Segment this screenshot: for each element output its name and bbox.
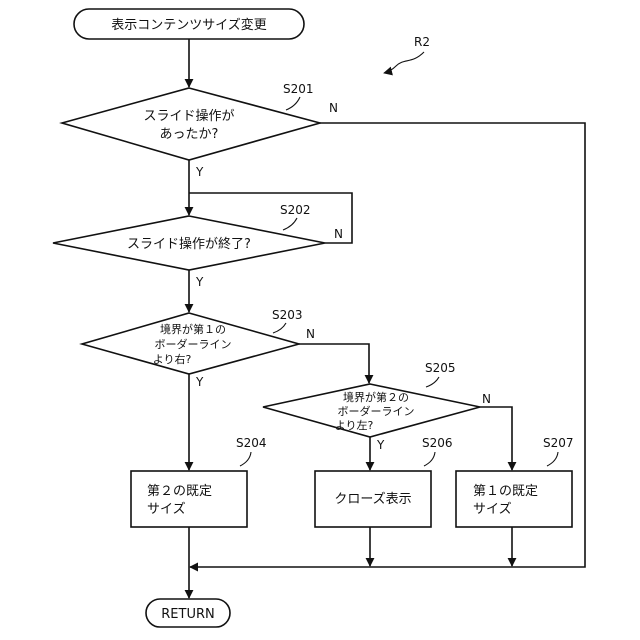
step-leader-s207: [547, 452, 558, 466]
decision-s203-line-3: より右?: [153, 352, 192, 366]
step-leader-s201: [286, 97, 300, 110]
step-leader-s204: [240, 452, 251, 466]
s203-yes-label: Y: [195, 375, 204, 389]
process-s207-line-2: サイズ: [473, 501, 512, 517]
step-leader-s202: [283, 218, 297, 230]
flow-s203-no-to-s205: [299, 344, 369, 383]
s201-yes-label: Y: [195, 165, 204, 179]
process-s206-line-1: クローズ表示: [334, 491, 411, 507]
step-leader-s203: [273, 323, 286, 333]
step-label-s203: S203: [272, 308, 303, 322]
step-label-s202: S202: [280, 203, 311, 217]
step-label-s204: S204: [236, 436, 267, 450]
figure-ref-label: R2: [414, 35, 430, 49]
step-leader-s206: [424, 452, 435, 466]
decision-s205-line-1: 境界が第２の: [343, 390, 409, 404]
decision-s201: [62, 88, 320, 160]
process-s207-line-1: 第１の既定: [473, 484, 538, 499]
s205-no-label: N: [482, 392, 491, 406]
s202-no-label: N: [334, 227, 343, 241]
s202-yes-label: Y: [195, 275, 204, 289]
decision-s201-line-1: スライド操作が: [143, 108, 234, 124]
figure-ref-leader: [384, 52, 424, 73]
decision-s203-line-2: ボーダーライン: [155, 337, 232, 351]
decision-s205-line-3: より左?: [335, 419, 374, 432]
flow-s205-no-to-s207: [480, 407, 512, 470]
step-label-s205: S205: [425, 361, 456, 375]
step-label-s201: S201: [283, 82, 314, 96]
return-terminal-text: RETURN: [161, 607, 214, 622]
s205-yes-label: Y: [376, 438, 385, 452]
process-s207: [456, 471, 572, 527]
s203-no-label: N: [306, 327, 315, 341]
decision-s202-line-1: スライド操作が終了?: [127, 236, 251, 252]
process-s204-line-2: サイズ: [147, 501, 186, 517]
process-s204-line-1: 第２の既定: [147, 484, 212, 499]
decision-s201-line-2: あったか?: [160, 127, 219, 142]
decision-s205-line-2: ボーダーライン: [338, 404, 415, 418]
s201-no-label: N: [329, 101, 338, 115]
step-label-s206: S206: [422, 436, 453, 450]
step-leader-s205: [426, 377, 439, 387]
start-terminal-text: 表示コンテンツサイズ変更: [111, 17, 267, 33]
step-label-s207: S207: [543, 436, 574, 450]
decision-s203-line-1: 境界が第１の: [160, 322, 226, 336]
process-s204: [131, 471, 247, 527]
